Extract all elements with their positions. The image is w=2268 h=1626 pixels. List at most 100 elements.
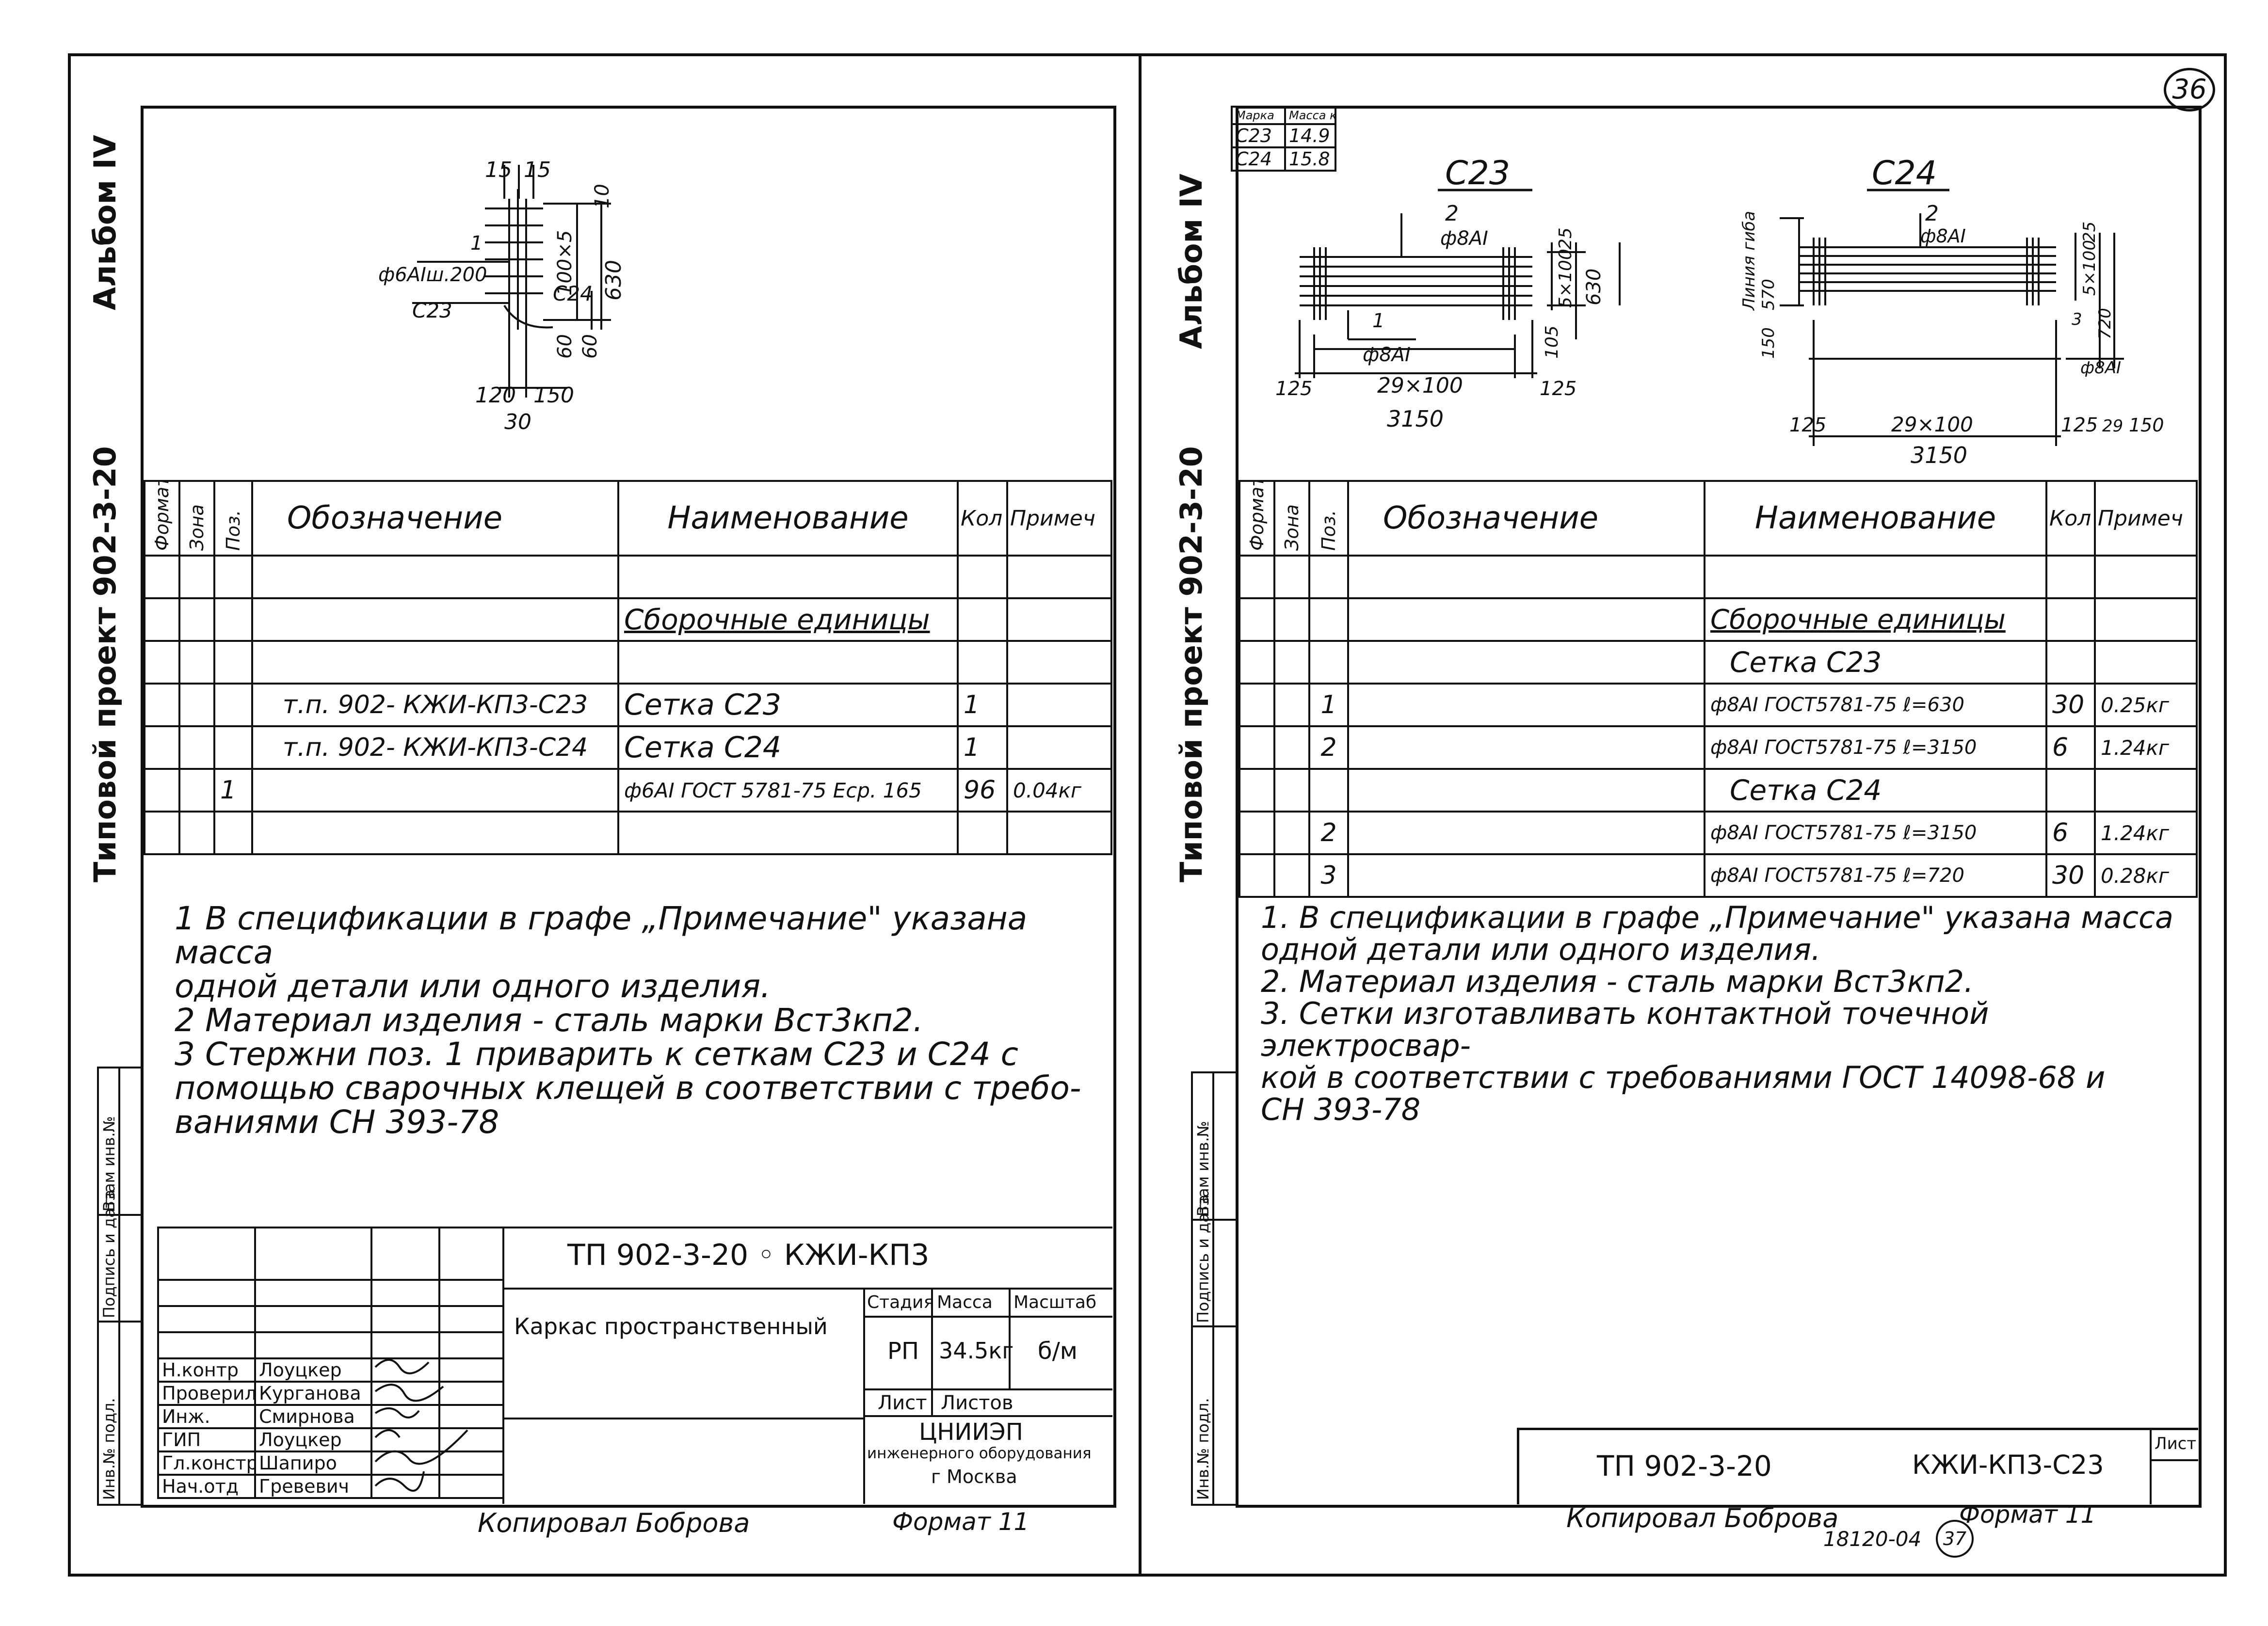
c23-dim-105: 105 <box>1542 325 1562 359</box>
left-stamp-replace: Взам инв.№ <box>100 1116 118 1212</box>
right-stamp-inv: Инв.№ подл. <box>1194 1398 1212 1500</box>
signer-name: Гревевич <box>254 1474 372 1499</box>
row-name: Сетка С24 <box>617 725 959 770</box>
right-album-label: Альбом IV <box>1174 174 1209 349</box>
right-spec-table: Формат Зона Поз. Обозначение Наименовани… <box>1239 480 2198 898</box>
c23-dim-29x100: 29×100 <box>1377 373 1463 398</box>
c24-dim-29x100: 29×100 <box>1891 413 1973 436</box>
spec-header-row: Формат Зона Поз. Обозначение Наименовани… <box>1239 480 2198 557</box>
mesh-c23-drawing: С23 2 ф8АI 1 ф8АI 125 29×100 125 3150 25 <box>1275 154 1621 432</box>
hdr-name: Наименование <box>1704 480 2047 557</box>
scale-value: б/м <box>1038 1338 1078 1365</box>
row-pos: 1 <box>213 768 253 813</box>
row-pos: 2 <box>1308 811 1349 855</box>
row-designation <box>251 768 619 813</box>
hdr-note: Примеч <box>2094 480 2198 557</box>
section-assembly: Сборочные единицы <box>617 597 959 642</box>
c24-dim-5x100: 5×100 <box>2080 240 2099 296</box>
c23-bar1: ф8АI <box>1363 344 1411 366</box>
row-name: Сетка С23 <box>617 683 959 727</box>
left-copied-by: Копировал Боброва <box>478 1508 750 1538</box>
doc-code: ТП 902-3-20 ◦ КЖИ-КП3 <box>567 1238 930 1272</box>
row-name: ф8АI ГОСТ5781-75 ℓ=3150 <box>1704 725 2047 770</box>
hdr-zone: Зона <box>186 504 208 551</box>
note-line: СН 393-78 <box>1261 1092 1421 1127</box>
mass-value: 34.5кг <box>939 1338 1014 1364</box>
table-row <box>1239 555 2198 599</box>
c24-dim-25: 25 <box>2080 222 2099 242</box>
mass-table-mark: С24 <box>1231 146 1286 172</box>
hdr-qty: Кол <box>2045 480 2096 557</box>
spec-header-row: Формат Зона Поз. Обозначение Наименовани… <box>144 480 1112 557</box>
right-doc-number: 18120-04 <box>1823 1527 1922 1551</box>
row-pos <box>213 683 253 727</box>
circle-number: 37 <box>1943 1528 1967 1549</box>
right-doc-mark: КЖИ-КП3-С23 <box>1912 1450 2104 1480</box>
c24-bar3: ф8АI <box>2080 358 2121 378</box>
scale-label: Масштаб <box>1013 1292 1097 1312</box>
signer-name: Лоуцкер <box>254 1427 372 1452</box>
note-line: одной детали или одного изделия. <box>175 968 771 1005</box>
c23-dim-3150: 3150 <box>1387 406 1444 432</box>
c23-pos1: 1 <box>1372 310 1384 332</box>
row-name: ф8АI ГОСТ5781-75 ℓ=720 <box>1704 853 2047 898</box>
row-note: 1.24кг <box>2094 811 2198 855</box>
sheets-label: Листов <box>941 1392 1013 1414</box>
right-title-block: ТП 902-3-20 КЖИ-КП3-С23 Лист <box>1517 1428 2198 1504</box>
drawing-frame <box>68 53 2227 1577</box>
note-line: помощью сварочных клещей в соответствии … <box>175 1069 1081 1107</box>
note-line: 3. Сетки изготавливать контактной точечн… <box>1261 996 1989 1063</box>
row-name: ф8АI ГОСТ5781-75 ℓ=630 <box>1704 683 2047 727</box>
dim-10: 10 <box>591 184 613 208</box>
table-row <box>144 811 1112 855</box>
hdr-name: Наименование <box>617 480 959 557</box>
left-frame-drawing: 15 15 10 100×5 630 60 60 120 150 30 1 ф6… <box>378 158 626 434</box>
table-row <box>144 555 1112 599</box>
hdr-format: Формат <box>1246 481 1268 551</box>
sheet-number-badge: 36 <box>2164 68 2215 112</box>
row-note: 0.04кг <box>1006 768 1112 813</box>
left-album-label: Альбом IV <box>87 135 123 310</box>
row-qty: 96 <box>957 768 1008 813</box>
row-note: 0.28кг <box>2094 853 2198 898</box>
c24-bar2: ф8АI <box>1920 225 1966 247</box>
dim-630: 630 <box>601 260 626 301</box>
row-note <box>2094 768 2198 813</box>
table-row: т.п. 902- КЖИ-КП3-С23 Сетка С23 1 <box>144 683 1112 727</box>
row-note <box>2094 640 2198 685</box>
right-doc-code: ТП 902-3-20 <box>1597 1450 1772 1483</box>
left-project-label: Типовой проект 902-3-20 <box>87 446 123 882</box>
signer-name: Смирнова <box>254 1404 372 1429</box>
signer-role: Нач.отд <box>157 1474 256 1499</box>
left-format: Формат 11 <box>892 1508 1029 1536</box>
c24-pos2: 2 <box>1925 201 1939 226</box>
c24-dim-150: 150 <box>1759 327 1778 359</box>
sheet-label: Лист <box>878 1392 927 1414</box>
right-notes: 1. В спецификации в графе „Примечание" у… <box>1261 902 2192 1126</box>
row-pos <box>1308 640 1349 685</box>
hdr-designation: Обозначение <box>251 480 619 557</box>
c23-title: С23 <box>1445 154 1510 192</box>
table-row: Сборочные единицы <box>1239 597 2198 642</box>
row-designation: т.п. 902- КЖИ-КП3-С24 <box>251 725 619 770</box>
right-sheet-label: Лист <box>2155 1434 2197 1453</box>
c24-dim-570: 570 <box>1759 279 1778 310</box>
right-stamp-replace: Взам инв.№ <box>1194 1121 1212 1216</box>
row-pos: 1 <box>1308 683 1349 727</box>
c23-pos2: 2 <box>1445 201 1459 226</box>
signer-role: Гл.констр <box>157 1451 256 1476</box>
c24-bend-line: Линия гиба <box>1739 211 1759 311</box>
hdr-format: Формат <box>151 481 173 551</box>
dim-15a: 15 <box>485 158 512 182</box>
dim-60b: 60 <box>579 334 601 359</box>
row-note: 0.25кг <box>2094 683 2198 727</box>
right-format: Формат 11 <box>1959 1500 2096 1529</box>
right-inner-frame <box>1236 106 2202 1508</box>
table-row: 1 ф6АI ГОСТ 5781-75 Есp. 165 96 0.04кг <box>144 768 1112 813</box>
signer-role: Инж. <box>157 1404 256 1429</box>
left-stamp-inv: Инв.№ подл. <box>100 1398 118 1500</box>
